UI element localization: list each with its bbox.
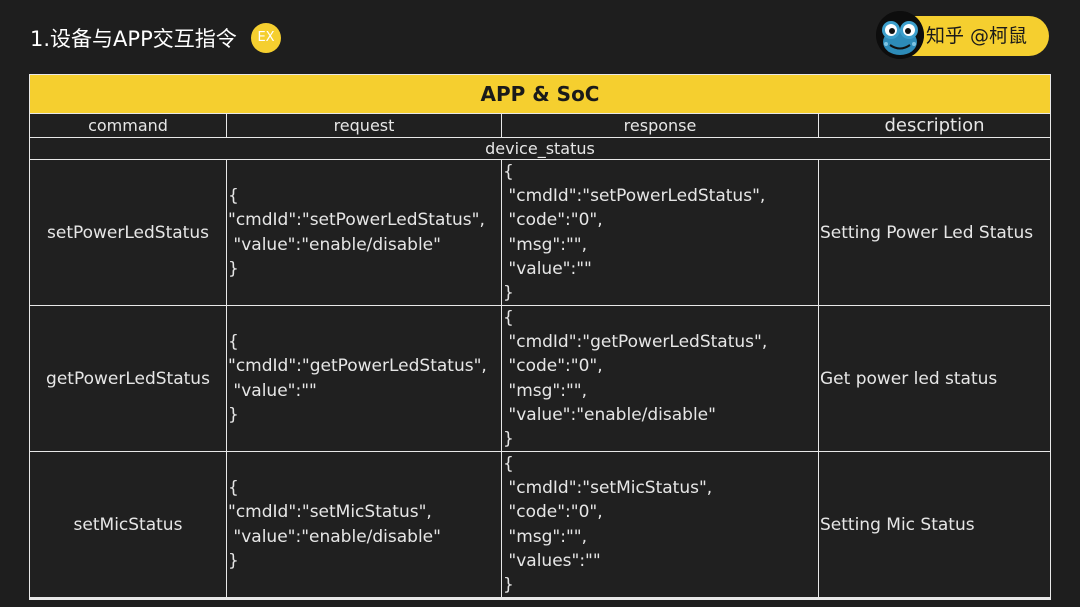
response-cell: { "cmdId":"getPowerLedStatus", "code":"0… — [502, 306, 818, 451]
command-cell: setPowerLedStatus — [30, 160, 226, 305]
command-table: APP & SoC command request response descr… — [29, 74, 1051, 600]
code-line: "cmdId":"setPowerLedStatus", — [503, 185, 766, 206]
code-line: "value":"enable/disable" — [228, 526, 441, 547]
response-cell: { "cmdId":"setMicStatus", "code":"0", "m… — [502, 452, 818, 597]
table-header: APP & SoC — [30, 75, 1050, 113]
request-cell: { "cmdId":"getPowerLedStatus", "value":"… — [227, 306, 501, 451]
code-line: "cmdId":"getPowerLedStatus", — [228, 356, 487, 377]
code-line: } — [228, 550, 239, 571]
code-line: "value":"" — [503, 258, 592, 279]
code-line: { — [503, 453, 514, 474]
column-header-response: response — [502, 114, 818, 137]
frog-avatar-icon — [876, 11, 924, 59]
code-line: } — [503, 429, 514, 450]
code-line: { — [503, 161, 514, 182]
code-line: "code":"0", — [503, 210, 603, 231]
request-cell: { "cmdId":"setPowerLedStatus", "value":"… — [227, 160, 501, 305]
code-line: { — [228, 331, 239, 352]
code-line: "msg":"", — [503, 234, 588, 255]
code-line: } — [228, 404, 239, 425]
code-line: { — [503, 307, 514, 328]
code-line: "value":"enable/disable" — [503, 404, 716, 425]
command-cell: getPowerLedStatus — [30, 306, 226, 451]
column-header-description: description — [819, 114, 1050, 137]
description-cell: Setting Power Led Status — [819, 160, 1050, 305]
code-line: "code":"0", — [503, 356, 603, 377]
section-label: device_status — [30, 138, 1050, 159]
code-line: "msg":"", — [503, 526, 588, 547]
code-line: "cmdId":"setPowerLedStatus", — [228, 210, 485, 231]
command-cell: setMicStatus — [30, 452, 226, 597]
code-line: "cmdId":"setMicStatus", — [228, 502, 432, 523]
response-cell: { "cmdId":"setPowerLedStatus", "code":"0… — [502, 160, 818, 305]
code-line: "cmdId":"getPowerLedStatus", — [503, 331, 768, 352]
slide-title: 1.设备与APP交互指令 — [30, 27, 237, 51]
code-line: "code":"0", — [503, 502, 603, 523]
code-line: { — [228, 185, 239, 206]
column-header-command: command — [30, 114, 226, 137]
description-cell: Setting Mic Status — [819, 452, 1050, 597]
code-line: } — [503, 283, 514, 304]
column-header-request: request — [227, 114, 501, 137]
request-cell: { "cmdId":"setMicStatus", "value":"enabl… — [227, 452, 501, 597]
code-line: "msg":"", — [503, 380, 588, 401]
code-line: { — [228, 477, 239, 498]
description-cell: Get power led status — [819, 306, 1050, 451]
code-line: "values":"" — [503, 550, 601, 571]
code-line: "value":"enable/disable" — [228, 234, 441, 255]
code-line: "value":"" — [228, 380, 317, 401]
brand-text: 知乎 @柯鼠 — [926, 25, 1028, 47]
code-line: } — [503, 575, 514, 596]
code-line: "cmdId":"setMicStatus", — [503, 477, 713, 498]
ex-badge: EX — [251, 23, 281, 53]
code-line: } — [228, 258, 239, 279]
